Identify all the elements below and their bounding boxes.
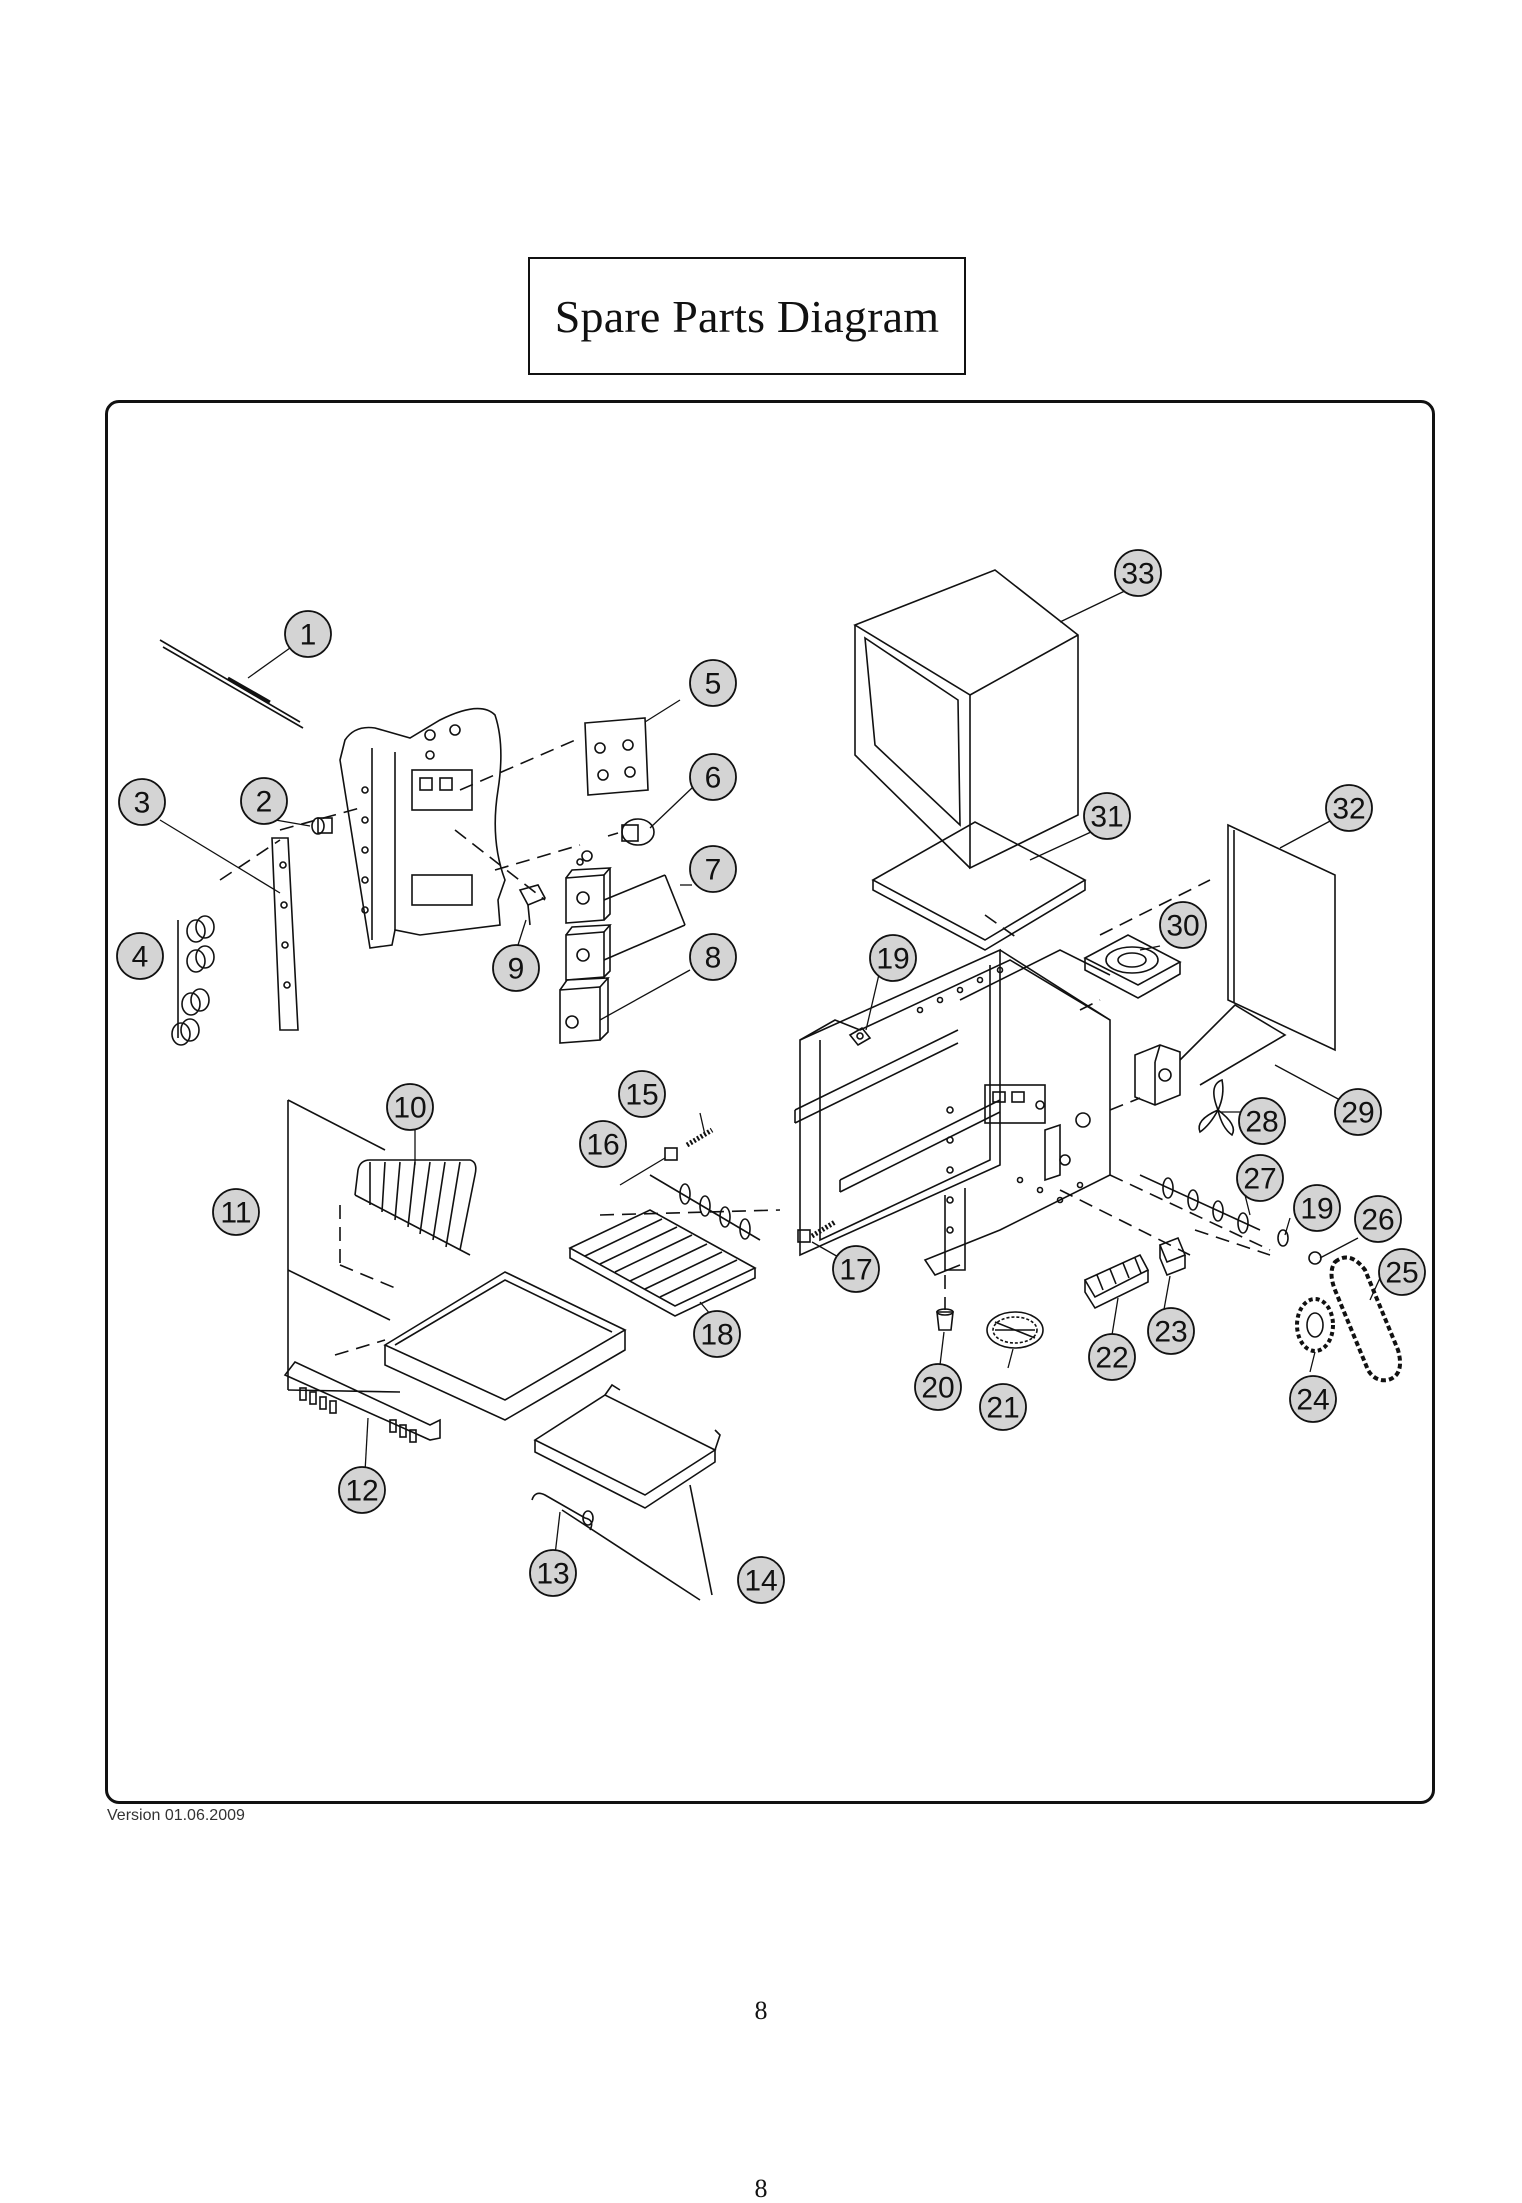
callout-29: 29 [1341,1097,1374,1130]
part-21-grill [986,1311,1044,1349]
part-29-motor [1134,1003,1287,1106]
callout-11: 11 [220,1197,251,1230]
diagram-frame [105,400,1435,1804]
part-15-spring [685,1127,714,1148]
part-23-small-terminal [1158,1236,1187,1277]
part-4-knobs [171,915,215,1046]
part-14-drawer [533,1383,721,1596]
part-20-foot [936,1308,954,1331]
callout-4: 4 [132,941,149,974]
callout-28: 28 [1245,1106,1278,1139]
callout-27: 27 [1243,1163,1276,1196]
callout-7: 7 [705,854,722,887]
callout-31: 31 [1090,801,1123,834]
callout-30: 30 [1166,910,1199,943]
part-small-nut [576,850,593,866]
part-27-drive-shaft [1139,1174,1261,1234]
part-5-control-plate [584,717,649,796]
part-left-side-panel [339,707,506,949]
callout-1: 1 [300,619,317,652]
dashed-guides-tray [334,1205,401,1356]
part-19-clip-upper [848,1026,872,1047]
callout-17: 17 [839,1254,872,1287]
part-16-shaft [649,1147,761,1241]
part-main-chassis [794,948,1111,1276]
page-title: Spare Parts Diagram [554,290,940,342]
part-22-terminal-block [1083,1253,1150,1310]
callout-8: 8 [705,942,722,975]
callout-33: 33 [1121,558,1154,591]
callout-2: 2 [256,786,273,819]
part-17-spring-block [797,1219,837,1243]
page-number-cut: 8 [754,2174,768,2203]
dashed-guides-left [219,737,581,901]
part-8-selector-switch [559,977,610,1044]
part-19-clip-lower [1277,1229,1289,1247]
leader-lines [159,587,1381,1556]
part-3-hinge-plate [271,837,299,1031]
part-2-pin [311,817,333,835]
callout-19-lower: 19 [1300,1193,1333,1226]
part-24-sprocket [1295,1297,1335,1353]
callout-9: 9 [508,953,525,986]
callout-16: 16 [586,1129,619,1162]
callout-23: 23 [1154,1316,1187,1349]
part-12-front-panel [283,1361,441,1443]
part-18-conveyor-belt [568,1209,757,1317]
dashed-guides-right [599,879,1271,1310]
page-number: 8 [754,1996,768,2025]
part-33-top-cover [853,569,1079,870]
title-box: Spare Parts Diagram [528,257,966,375]
callout-10: 10 [393,1092,426,1125]
callout-25: 25 [1385,1257,1418,1290]
callout-20: 20 [921,1372,954,1405]
callout-12: 12 [345,1475,378,1508]
callout-5: 5 [705,668,722,701]
part-6-thermostat [607,818,655,846]
callout-14: 14 [744,1565,777,1598]
part-31-top-panel [871,821,1087,951]
part-26-washer [1308,1251,1322,1265]
callout-24: 24 [1296,1384,1329,1417]
callout-26: 26 [1361,1204,1394,1237]
part-25-chain [1329,1255,1402,1383]
callout-circles [116,549,1426,1604]
footer-version: Version 01.06.2009 [107,1807,245,1824]
callout-22: 22 [1095,1342,1128,1375]
part-32-rear-panel [1227,823,1336,1052]
callout-13: 13 [536,1558,569,1591]
callout-19-upper: 19 [876,943,909,976]
part-7-timers [565,867,686,981]
part-9-switch [518,884,547,926]
callout-21: 21 [986,1392,1019,1425]
part-28-fan-blade [1198,1078,1235,1137]
part-10-wire-rack [354,1159,477,1256]
callout-32: 32 [1332,793,1365,826]
part-1-rod [159,639,304,729]
part-13-handle [531,1492,701,1601]
part-11-crumb-tray [287,1099,627,1421]
callout-6: 6 [705,762,722,795]
part-30-fan [1083,934,1182,999]
callout-3: 3 [134,787,151,820]
callout-15: 15 [625,1079,658,1112]
callout-18: 18 [700,1319,733,1352]
